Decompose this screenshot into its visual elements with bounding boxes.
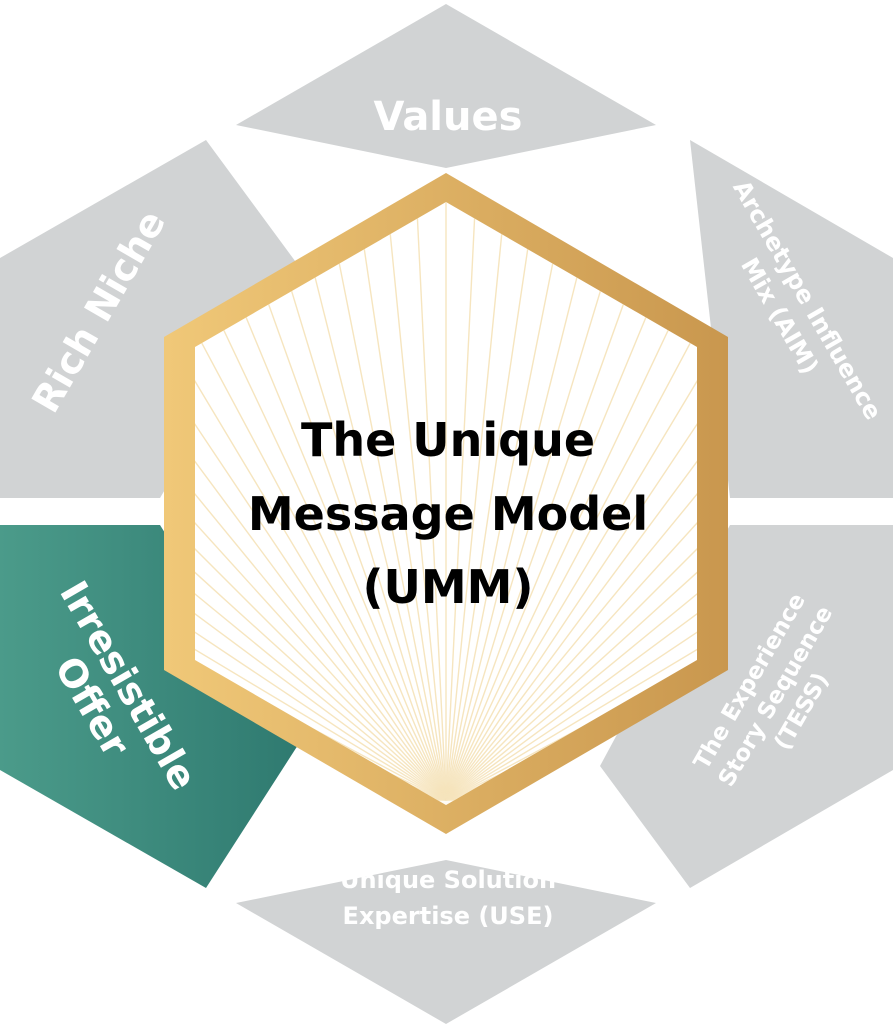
sunburst-glow (306, 710, 586, 805)
sunburst-ray (195, 202, 447, 801)
label-use: Unique Solution Expertise (USE) (340, 866, 556, 930)
sunburst-ray (195, 202, 447, 801)
sunburst-ray (195, 237, 447, 801)
sunburst-ray (445, 382, 697, 801)
segment-use (236, 860, 656, 1024)
segment-values (236, 4, 656, 168)
sunburst-ray (445, 304, 697, 801)
center-title: The Unique Message Model (UMM) (248, 413, 648, 614)
sunburst-ray (445, 280, 697, 801)
sunburst-ray (445, 202, 697, 801)
sunburst-ray (195, 304, 447, 801)
segment-aim (690, 140, 893, 498)
center-title-line-1: The Unique (301, 413, 595, 467)
sunburst-ray (445, 237, 697, 801)
sunburst-ray (445, 217, 697, 801)
sunburst-ray (195, 382, 447, 801)
sunburst-ray (195, 258, 447, 801)
segment-offer (0, 525, 298, 888)
center-title-line-2: Message Model (248, 487, 648, 541)
sunburst-ray (445, 258, 697, 801)
segment-niche (0, 140, 298, 498)
label-values: Values (374, 94, 523, 140)
segment-tess (600, 525, 893, 888)
sunburst-ray (195, 217, 447, 801)
label-use-line-2: Expertise (USE) (343, 902, 554, 930)
sunburst-ray (195, 280, 447, 801)
sunburst-ray (445, 355, 697, 801)
sunburst-ray (195, 329, 447, 801)
sunburst-ray (445, 329, 697, 801)
label-use-line-1: Unique Solution (340, 866, 556, 894)
sunburst-ray (195, 355, 447, 801)
sunburst-ray (445, 202, 697, 801)
center-title-line-3: (UMM) (363, 560, 534, 614)
